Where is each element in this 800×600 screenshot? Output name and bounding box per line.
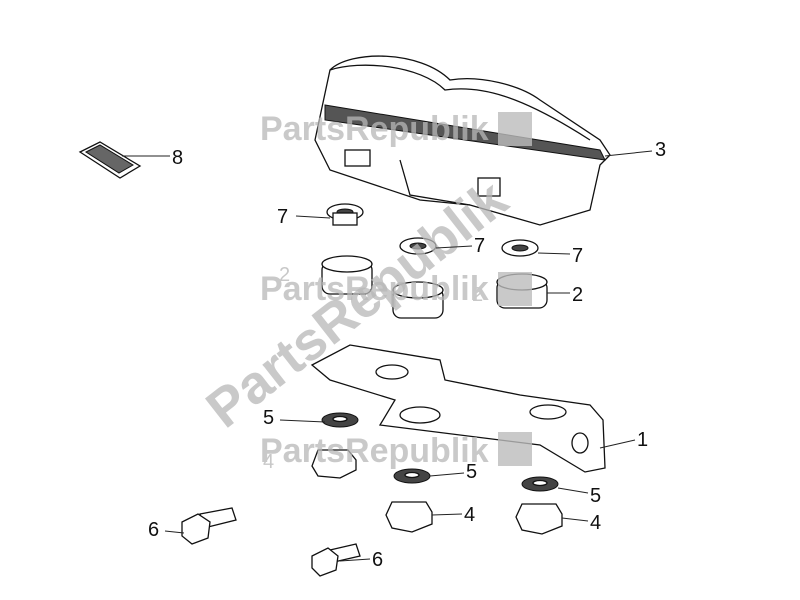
svg-text:PartsRepublik: PartsRepublik xyxy=(260,110,489,148)
callout-5: 5 xyxy=(263,407,274,429)
leader-lines xyxy=(122,150,653,562)
callout-7: 7 xyxy=(474,235,485,257)
callout-7: 7 xyxy=(277,206,288,228)
svg-text:PartsRepublik: PartsRepublik xyxy=(260,432,489,470)
svg-text:PartsRepublik: PartsRepublik xyxy=(260,270,489,308)
callout-5: 5 xyxy=(590,485,601,507)
callout-1: 1 xyxy=(637,429,648,451)
callout-8: 8 xyxy=(172,147,183,169)
callout-4: 4 xyxy=(464,504,475,526)
callout-4: 4 xyxy=(590,512,601,534)
callout-2: 2 xyxy=(572,284,583,306)
callout-6: 6 xyxy=(148,519,159,541)
callouts: 8 3 7 7 7 2 2 2 1 5 4 5 5 4 4 6 6 xyxy=(148,139,666,571)
callout-6: 6 xyxy=(372,549,383,571)
gear-logo-icon xyxy=(498,112,532,466)
part-3-dashboard xyxy=(314,55,611,226)
part-8-sticker xyxy=(78,141,142,179)
callout-4: 4 xyxy=(263,451,274,473)
callout-7: 7 xyxy=(572,245,583,267)
callout-2: 2 xyxy=(279,264,290,286)
callout-2: 2 xyxy=(472,284,483,306)
callout-3: 3 xyxy=(655,139,666,161)
part-6-bolts xyxy=(181,507,361,577)
part-5-washers xyxy=(321,412,559,492)
part-7-bushings xyxy=(326,203,539,257)
callout-5: 5 xyxy=(466,461,477,483)
part-4-nuts xyxy=(311,449,563,535)
